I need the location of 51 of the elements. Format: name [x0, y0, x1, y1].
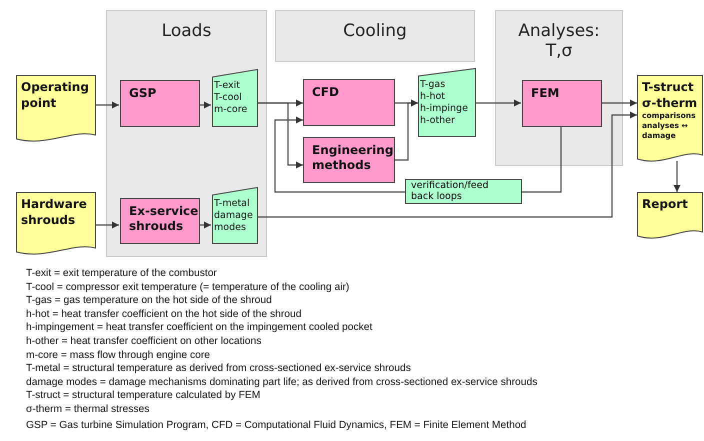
note-box	[405, 179, 522, 204]
definition-text: h-other = heat transfer coefficient on other locations	[26, 336, 262, 347]
panel-heading: Loads	[160, 21, 212, 42]
connector-arrow	[96, 102, 119, 108]
definition-text: σ-therm = thermal stresses	[26, 404, 150, 415]
parameter-list: T-exit T-cool m-core	[212, 69, 258, 116]
definition-text: T-cool = compressor exit temperature (= temperature of the cooling air)	[26, 282, 350, 293]
group-panel	[275, 10, 475, 62]
definition-text: m-core = mass flow through engine core	[26, 350, 210, 361]
definition-text: GSP = Gas turbine Simulation Program, CFD = Computational Fluid Dynamics, FEM = Finite Element Method	[26, 420, 526, 431]
definition-text: h-impingement = heat transfer coefficient on the impingement cooled pocket	[26, 322, 372, 334]
parameter-list: T-gas h-hot h-impinge h-other	[418, 68, 476, 126]
definition-text: T-struct = structural temperature calculated by FEM	[26, 390, 260, 402]
note-text: verification/feed back loops	[410, 180, 490, 203]
parameter-card	[212, 69, 258, 127]
connector-arrow	[199, 222, 211, 228]
connector-arrow	[257, 112, 637, 218]
document-label: T-struct σ-therm	[641, 79, 698, 112]
connector-arrow	[674, 161, 680, 192]
connector-arrow	[601, 100, 637, 106]
connector-arrow	[199, 102, 211, 108]
process-box	[522, 80, 602, 127]
panel-heading: Analyses: T,σ	[517, 21, 601, 62]
process-box	[303, 79, 395, 126]
definition-text: T-exit = exit temperature of the combustor	[26, 268, 217, 279]
box-label: FEM	[530, 85, 560, 101]
parameter-card	[418, 68, 476, 137]
connector-arrow	[96, 222, 119, 228]
connector-arrow	[257, 102, 303, 168]
connector-arrow	[476, 100, 521, 106]
parameter-card	[212, 187, 258, 244]
box-label: GSP	[128, 85, 158, 101]
group-panel	[106, 10, 267, 257]
document-label: Report	[641, 196, 689, 213]
document-label: Hardware shrouds	[20, 196, 88, 228]
definition-text: T-metal = structural temperature as derived from cross-sectioned ex-service shrouds	[26, 363, 411, 374]
box-label: Engineering methods	[311, 142, 394, 173]
box-label: CFD	[311, 84, 340, 100]
process-box	[120, 198, 200, 244]
connector-arrow	[395, 100, 418, 161]
definition-text: T-gas = gas temperature on the hot side of the shroud	[26, 295, 272, 306]
group-panel	[495, 10, 623, 166]
box-label: Ex-service shrouds	[128, 203, 199, 234]
parameter-list: T-metal damage modes	[212, 187, 258, 234]
panel-heading: Cooling	[342, 21, 408, 42]
definition-text: h-hot = heat transfer coefficient on the hot side of the shroud	[26, 308, 302, 320]
process-box	[303, 137, 395, 183]
connector-arrow	[274, 116, 405, 193]
definition-text: damage modes = damage mechanisms dominating part life; as derived from cross-sectioned ex-service shrouds	[26, 376, 538, 388]
document-label: Operating point	[20, 79, 90, 112]
process-box	[120, 80, 200, 127]
